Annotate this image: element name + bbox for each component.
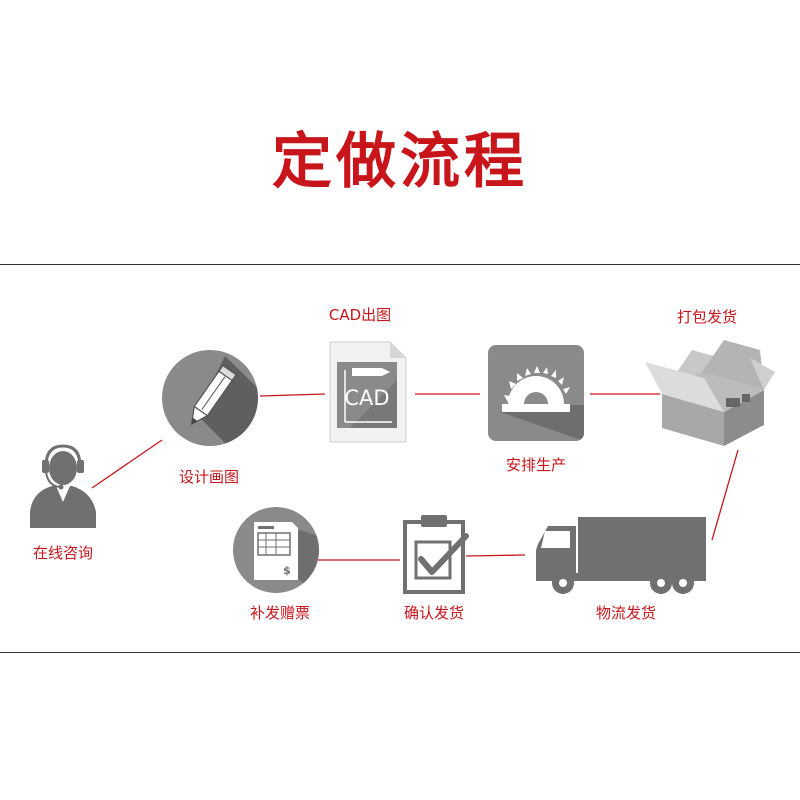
package-box-icon — [645, 340, 775, 446]
cad-file-icon: CAD — [329, 341, 407, 443]
top-divider — [0, 264, 800, 265]
connector-design-cad — [259, 393, 326, 397]
saw-blade-icon — [488, 345, 584, 441]
pencil-icon — [162, 350, 258, 446]
delivery-truck-icon — [536, 517, 706, 594]
step-label-packing: 打包发货 — [676, 308, 738, 326]
invoice-icon: $ — [233, 507, 319, 593]
customer-service-icon — [30, 444, 96, 528]
clipboard-check-icon — [403, 515, 469, 594]
step-label-consult: 在线咨询 — [32, 544, 94, 562]
bottom-divider — [0, 652, 800, 653]
step-label-cad: CAD出图 — [328, 306, 392, 324]
step-label-confirm: 确认发货 — [403, 604, 465, 622]
svg-text:CAD: CAD — [344, 386, 389, 410]
connector-packing-logistics — [711, 449, 739, 541]
connector-logistics-confirm — [465, 554, 526, 557]
page-title: 定做流程 — [272, 127, 528, 197]
connector-consult-design — [91, 439, 163, 489]
step-label-logistics: 物流发货 — [595, 604, 657, 622]
svg-text:$: $ — [283, 564, 291, 577]
step-label-invoice: 补发赠票 — [249, 604, 311, 622]
step-label-production: 安排生产 — [505, 456, 567, 474]
step-label-design: 设计画图 — [178, 468, 240, 486]
